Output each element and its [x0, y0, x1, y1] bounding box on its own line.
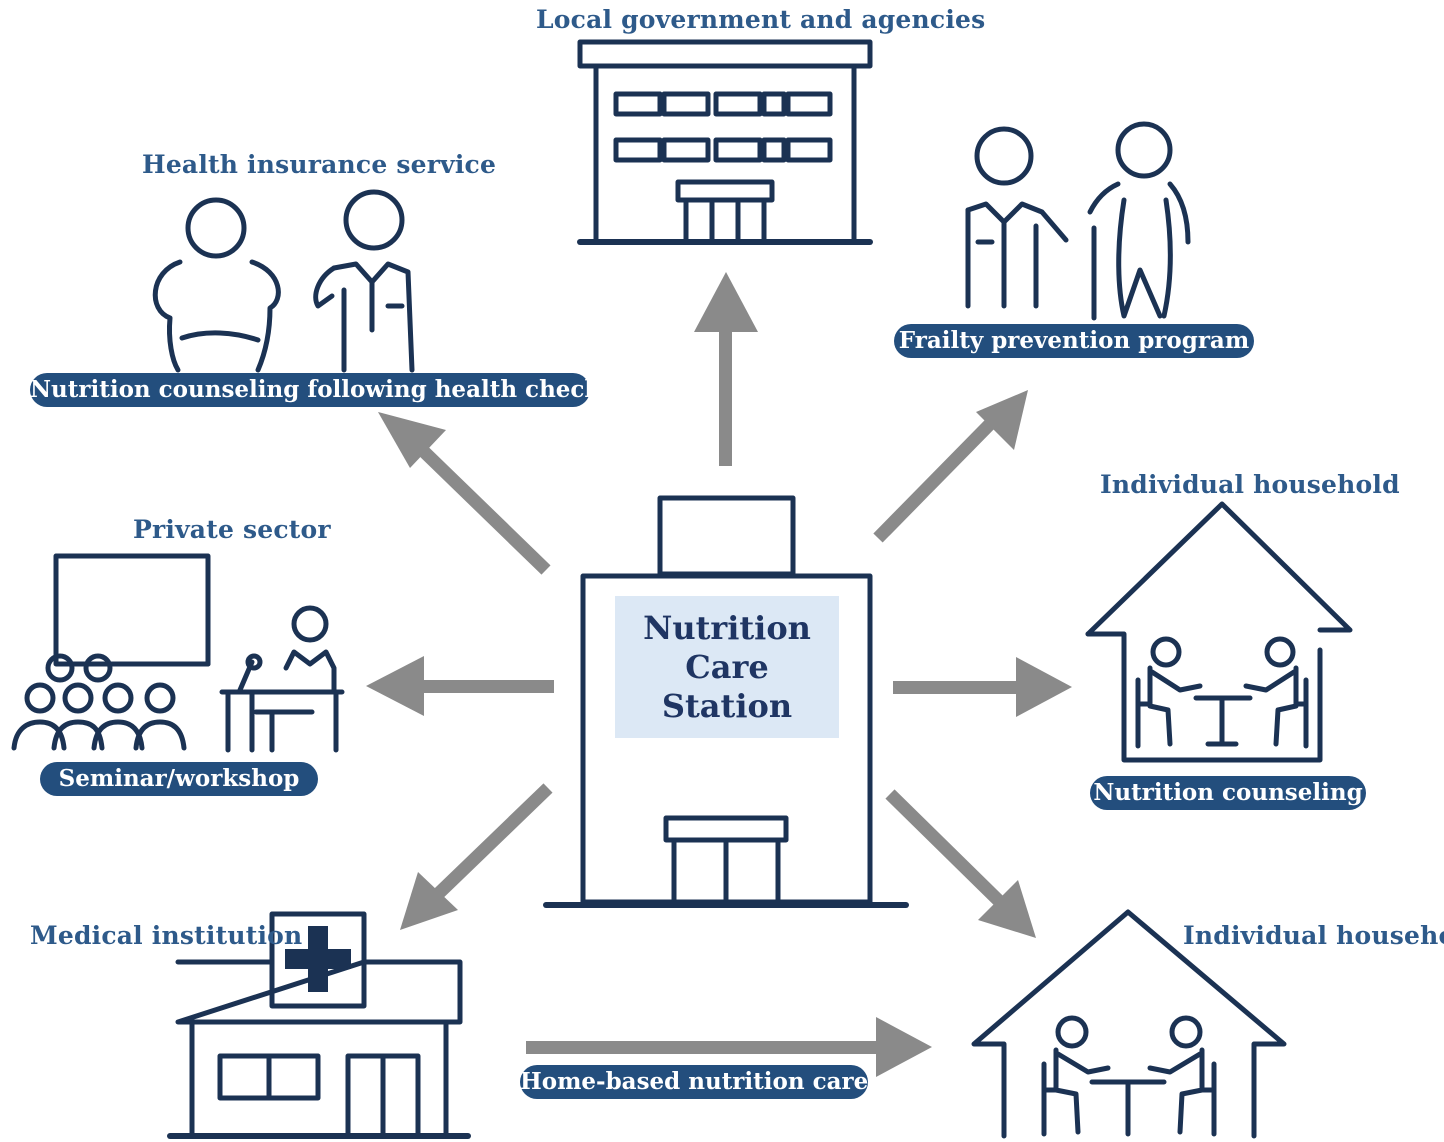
- patient-and-nurse-icon: [152, 189, 415, 373]
- arrow-to-household-right: [893, 657, 1072, 717]
- house-with-counseling-icon: [1085, 501, 1353, 763]
- household-bottom-title: Individual household: [1183, 921, 1444, 950]
- building-icon: [543, 495, 909, 908]
- caregiver-and-elder-icon: [965, 121, 1191, 321]
- frailty-prevention-pill: Frailty prevention program: [894, 324, 1254, 358]
- health-insurance-title: Health insurance service: [142, 150, 497, 179]
- medical-institution-title: Medical institution: [30, 921, 303, 950]
- clinic-with-cross-icon: [167, 911, 471, 1139]
- home-based-care-pill: Home-based nutrition care: [520, 1065, 868, 1099]
- arrow-to-household-bottom: [885, 789, 1036, 938]
- arrow-to-medical: [400, 783, 553, 930]
- house-bottom-icon: [971, 909, 1287, 1139]
- nutrition-care-station-label: Nutrition Care Station: [615, 596, 839, 738]
- office-building-icon: [577, 39, 873, 245]
- seminar-audience-icon: [11, 553, 345, 753]
- nutrition-counseling-pill: Nutrition counseling: [1090, 776, 1366, 810]
- station-name-line-3: Station: [661, 686, 793, 725]
- station-name-line-1: Nutrition: [643, 608, 811, 647]
- health-checkup-counseling-pill: Nutrition counseling following health ch…: [30, 373, 633, 407]
- arrow-home-care: [526, 1017, 932, 1077]
- arrow-to-local-government: [694, 272, 758, 466]
- arrow-to-health-insurance: [378, 412, 551, 575]
- local-government-title: Local government and agencies: [536, 5, 986, 34]
- station-name-line-2: Care: [685, 647, 769, 686]
- seminar-workshop-pill: Seminar/workshop: [40, 762, 318, 796]
- arrows: [366, 272, 1072, 1077]
- arrow-to-frailty-program: [873, 390, 1028, 543]
- private-sector-title: Private sector: [133, 515, 331, 544]
- household-right-title: Individual household: [1100, 470, 1400, 499]
- medical-cross-icon: [285, 926, 351, 992]
- arrow-to-private-sector: [366, 656, 554, 716]
